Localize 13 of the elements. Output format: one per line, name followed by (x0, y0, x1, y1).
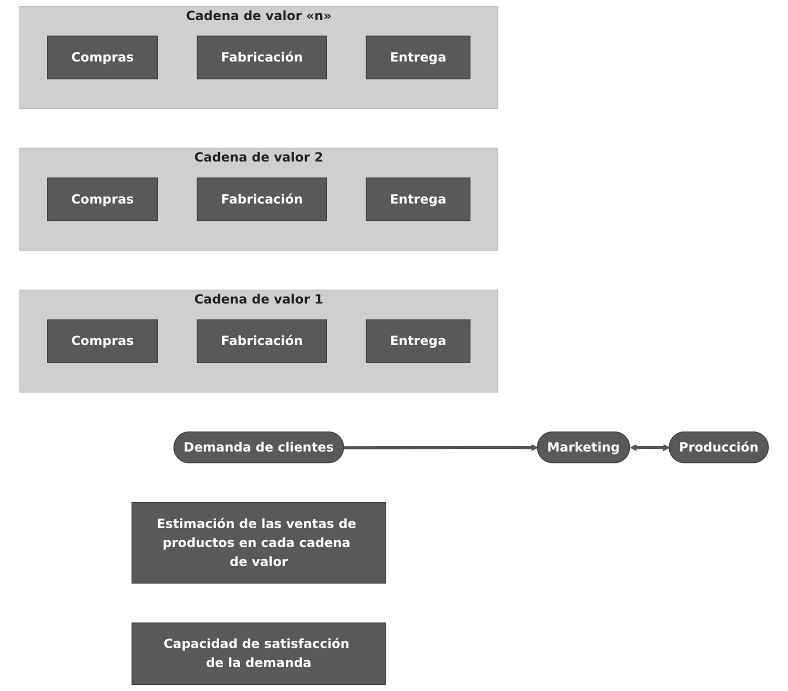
node-box: Fabricación (196, 36, 328, 80)
node-box: Estimación de las ventas de productos en cada cadena de valor (132, 502, 386, 584)
node-box: Compras (47, 36, 158, 80)
node-box: Compras (47, 319, 158, 363)
node-box: Fabricación (196, 319, 328, 363)
node-box: Entrega (366, 36, 470, 80)
node-box: Capacidad de satisfacción de la demanda (132, 622, 386, 686)
node-box: Entrega (366, 319, 470, 363)
node-box: Compras (47, 178, 158, 222)
node-box: Fabricación (196, 178, 328, 222)
arrow (630, 444, 670, 452)
arrow (344, 444, 538, 452)
node-box: Entrega (366, 178, 470, 222)
